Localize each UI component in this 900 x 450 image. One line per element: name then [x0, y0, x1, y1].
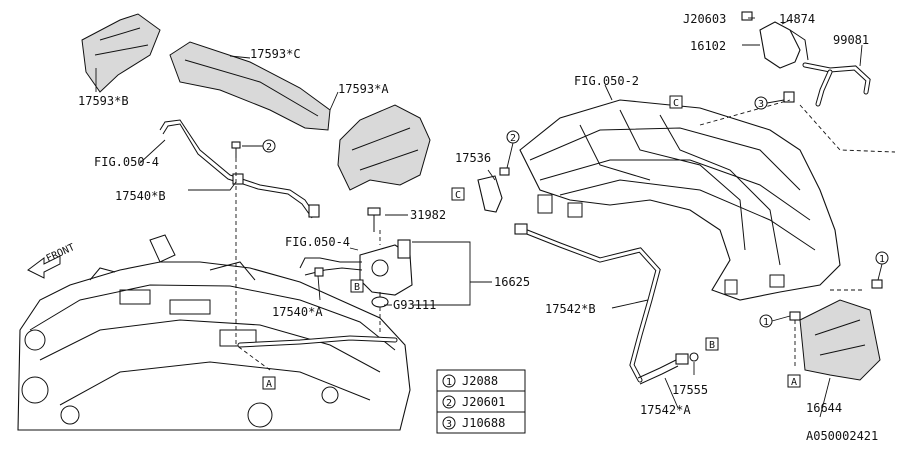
callout-A-engine: A — [262, 376, 276, 390]
label-17542A: 17542*A — [640, 403, 691, 417]
oring-G93111 — [371, 296, 389, 308]
svg-text:3: 3 — [758, 99, 764, 110]
label-16625: 16625 — [494, 275, 530, 289]
label-fig050-2: FIG.050-2 — [574, 74, 639, 88]
svg-text:J20601: J20601 — [462, 395, 505, 409]
svg-text:3: 3 — [446, 419, 452, 430]
svg-text:J2088: J2088 — [462, 374, 498, 388]
circle-3: 3 — [754, 96, 785, 110]
part-17593C-shield — [169, 41, 331, 131]
svg-text:C: C — [455, 190, 461, 201]
circle-1-bracket: 1 — [759, 314, 791, 328]
bracket-16644 — [789, 279, 883, 381]
part-16625-fuel-pump — [359, 239, 413, 300]
svg-text:A: A — [266, 379, 272, 390]
label-17540B: 17540*B — [115, 189, 166, 203]
dashed-guides — [235, 99, 896, 371]
label-fig050-4-upper: FIG.050-4 — [94, 155, 159, 169]
label-fig050-4-lower: FIG.050-4 — [285, 235, 350, 249]
callout-B-pump: B — [350, 279, 364, 293]
part-17593A-shield — [337, 104, 431, 191]
legend-row: 2 J20601 — [442, 395, 505, 409]
fastener-legend: 1 J2088 2 J20601 3 J10688 — [436, 369, 526, 434]
fuel-pipe-17540A — [299, 257, 363, 277]
label-14874: 14874 — [779, 12, 815, 26]
svg-text:2: 2 — [266, 142, 272, 153]
circle-2-bracket: 2 — [506, 130, 520, 169]
labels: 17593*B 17593*C 17593*A FIG.050-4 17540*… — [78, 12, 878, 443]
pcv-assembly — [741, 11, 809, 103]
label-31982: 31982 — [410, 208, 446, 222]
bolt-31982 — [367, 207, 381, 232]
svg-text:1: 1 — [879, 254, 885, 265]
callout-B-hose: B — [705, 337, 719, 351]
bracket-17536 — [477, 167, 510, 213]
svg-text:2: 2 — [446, 398, 452, 409]
label-17593A: 17593*A — [338, 82, 389, 96]
svg-text:1: 1 — [446, 377, 452, 388]
fuel-pipe-17540B — [159, 119, 320, 219]
svg-text:2: 2 — [510, 133, 516, 144]
legend-row: 1 J2088 — [442, 374, 498, 388]
label-J20603: J20603 — [683, 12, 726, 26]
hose-17542A — [637, 352, 699, 385]
svg-text:1: 1 — [763, 317, 769, 328]
diagram-id: A050002421 — [806, 429, 878, 443]
engine-block — [17, 234, 411, 431]
svg-text:B: B — [354, 282, 360, 293]
bolt-2-upper — [231, 141, 241, 158]
front-indicator: FRONT — [27, 242, 77, 279]
label-99081: 99081 — [833, 33, 869, 47]
label-16102: 16102 — [690, 39, 726, 53]
label-16644: 16644 — [806, 401, 842, 415]
callout-A-bracket: A — [787, 374, 801, 388]
circle-1-right: 1 — [875, 251, 889, 281]
hose-99081 — [802, 62, 871, 107]
svg-text:B: B — [709, 340, 715, 351]
part-17593B-shield — [81, 13, 161, 93]
svg-text:A: A — [791, 377, 797, 388]
legend-row: 3 J10688 — [442, 416, 505, 430]
callout-C-manifold: C — [669, 95, 683, 109]
svg-text:C: C — [673, 98, 679, 109]
label-17542B: 17542*B — [545, 302, 596, 316]
label-17593B: 17593*B — [78, 94, 129, 108]
label-17540A: 17540*A — [272, 305, 323, 319]
svg-text:J10688: J10688 — [462, 416, 505, 430]
label-17593C: 17593*C — [250, 47, 301, 61]
circle-2-upper: 2 — [242, 139, 276, 153]
front-label: FRONT — [45, 242, 77, 265]
label-17536: 17536 — [455, 151, 491, 165]
leader-lines — [95, 17, 863, 418]
label-G93111: G93111 — [393, 298, 436, 312]
label-17555: 17555 — [672, 383, 708, 397]
callout-C-bracket: C — [451, 187, 465, 201]
intake-manifold — [519, 99, 841, 301]
hose-17542B — [514, 223, 661, 383]
